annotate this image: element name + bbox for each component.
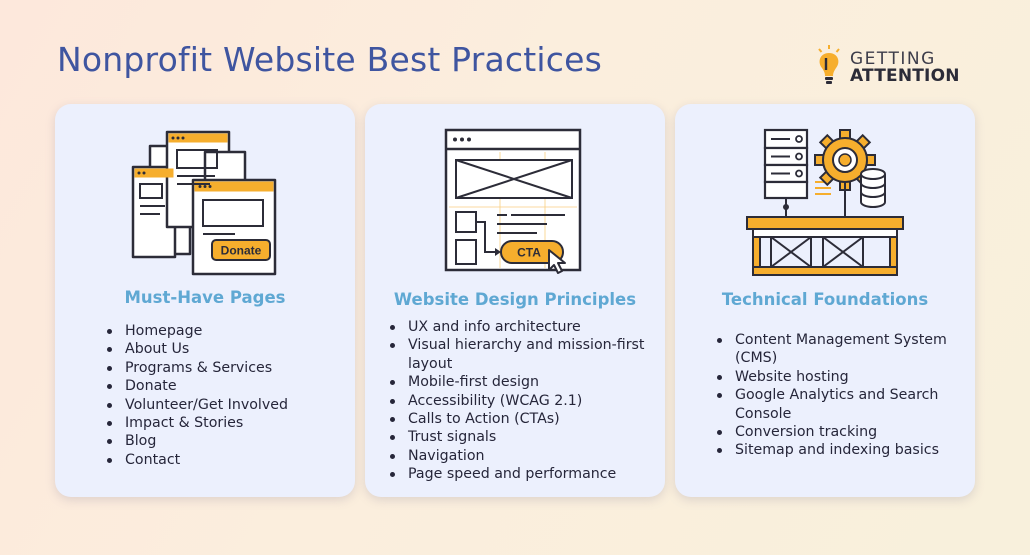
list-item: Contact	[107, 451, 347, 469]
list-item: Navigation	[390, 447, 655, 465]
card-technical-foundations: Technical Foundations Content Management…	[675, 104, 975, 497]
card-heading: Technical Foundations	[721, 290, 929, 309]
list-item: Donate	[107, 377, 347, 395]
cta-illustration-label: CTA	[517, 246, 541, 260]
technical-foundations-list: Content Management System (CMS) Website …	[717, 331, 962, 460]
getting-attention-logo: GETTING ATTENTION	[815, 44, 965, 88]
card-must-have-pages: Donate Must-Have Pages Homepage About Us…	[55, 104, 355, 497]
list-item: Mobile-first design	[390, 373, 655, 391]
list-item: Trust signals	[390, 428, 655, 446]
donate-illustration-label: Donate	[221, 244, 262, 258]
cursor-icon	[548, 249, 566, 274]
logo-text-getting: GETTING	[850, 49, 936, 69]
list-item: Programs & Services	[107, 359, 347, 377]
list-item: Calls to Action (CTAs)	[390, 410, 655, 428]
list-item: Blog	[107, 432, 347, 450]
design-principles-list: UX and info architecture Visual hierarch…	[390, 318, 655, 484]
page-title: Nonprofit Website Best Practices	[57, 40, 602, 79]
must-have-pages-list: Homepage About Us Programs & Services Do…	[107, 322, 347, 469]
card-heading: Website Design Principles	[393, 290, 637, 309]
card-website-design-principles: CTA Website Design Principles UX and inf…	[365, 104, 665, 497]
list-item: Impact & Stories	[107, 414, 347, 432]
wireframe-icon: CTA	[444, 128, 582, 274]
list-item: Homepage	[107, 322, 347, 340]
list-item: About Us	[107, 340, 347, 358]
list-item: Content Management System (CMS)	[717, 331, 962, 368]
card-heading: Must-Have Pages	[124, 288, 286, 307]
web-pages-icon: Donate	[131, 130, 277, 276]
list-item: Sitemap and indexing basics	[717, 441, 962, 459]
list-item: Website hosting	[717, 368, 962, 386]
list-item: Conversion tracking	[717, 423, 962, 441]
list-item: Visual hierarchy and mission-first layou…	[390, 336, 655, 373]
list-item: Google Analytics and Search Console	[717, 386, 962, 423]
logo-text-attention: ATTENTION	[850, 66, 960, 86]
list-item: Volunteer/Get Involved	[107, 396, 347, 414]
lightbulb-icon	[818, 45, 840, 84]
list-item: Accessibility (WCAG 2.1)	[390, 392, 655, 410]
list-item: UX and info architecture	[390, 318, 655, 336]
list-item: Page speed and performance	[390, 465, 655, 483]
server-gear-icon	[746, 128, 904, 276]
